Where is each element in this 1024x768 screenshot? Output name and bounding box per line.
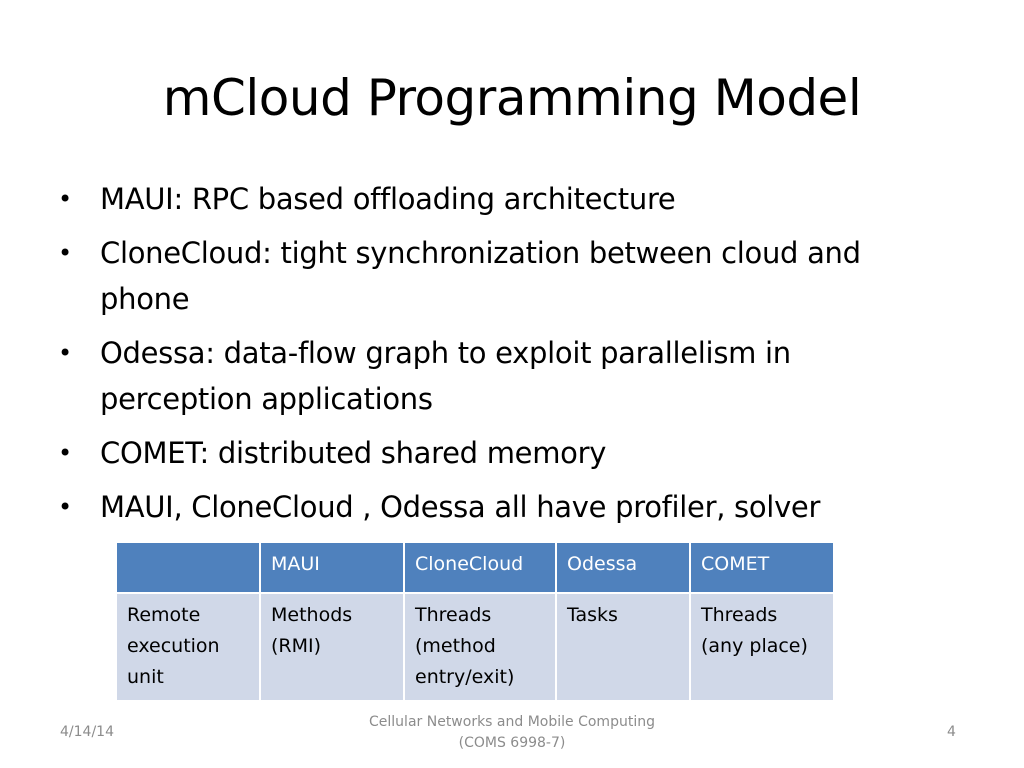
bullet-item: • Odessa: data-flow graph to exploit par… (58, 330, 938, 422)
bullet-item: • MAUI: RPC based offloading architectur… (58, 176, 938, 222)
bullet-text: CloneCloud: tight synchronization betwee… (100, 236, 861, 316)
bullet-icon: • (58, 185, 72, 213)
table-header-cell: Odessa (555, 541, 691, 594)
bullet-icon: • (58, 493, 72, 521)
table-header-cell (115, 541, 261, 594)
bullet-text: MAUI: RPC based offloading architecture (100, 182, 676, 216)
bullet-item: • MAUI, CloneCloud , Odessa all have pro… (58, 484, 938, 530)
footer-course-line-1: Cellular Networks and Mobile Computing (369, 714, 655, 730)
footer-date: 4/14/14 (60, 724, 114, 740)
slide-title: mCloud Programming Model (162, 69, 862, 127)
bullet-icon: • (58, 239, 72, 267)
comparison-table: MAUI CloneCloud Odessa COMET Remote exec… (115, 541, 835, 702)
table-header-cell: COMET (689, 541, 835, 594)
comparison-table-wrapper: MAUI CloneCloud Odessa COMET Remote exec… (115, 541, 835, 702)
table-cell: Methods (RMI) (259, 592, 405, 702)
bullet-text: MAUI, CloneCloud , Odessa all have profi… (100, 490, 821, 524)
table-cell: Threads (method entry/exit) (403, 592, 557, 702)
table-header-cell: MAUI (259, 541, 405, 594)
bullet-item: • COMET: distributed shared memory (58, 430, 938, 476)
bullet-icon: • (58, 439, 72, 467)
footer-course-line-2: (COMS 6998-7) (458, 735, 566, 751)
table-cell: Tasks (555, 592, 691, 702)
footer-course: Cellular Networks and Mobile Computing (… (312, 712, 712, 754)
table-cell: Remote execution unit (115, 592, 261, 702)
table-cell: Threads (any place) (689, 592, 835, 702)
bullet-list: • MAUI: RPC based offloading architectur… (58, 176, 938, 538)
bullet-item: • CloneCloud: tight synchronization betw… (58, 230, 938, 322)
table-row: Remote execution unit Methods (RMI) Thre… (115, 592, 835, 702)
bullet-icon: • (58, 339, 72, 367)
bullet-text: COMET: distributed shared memory (100, 436, 607, 470)
bullet-text: Odessa: data-flow graph to exploit paral… (100, 336, 791, 416)
table-header-row: MAUI CloneCloud Odessa COMET (115, 541, 835, 594)
table-header-cell: CloneCloud (403, 541, 557, 594)
footer-page-number: 4 (947, 724, 956, 740)
